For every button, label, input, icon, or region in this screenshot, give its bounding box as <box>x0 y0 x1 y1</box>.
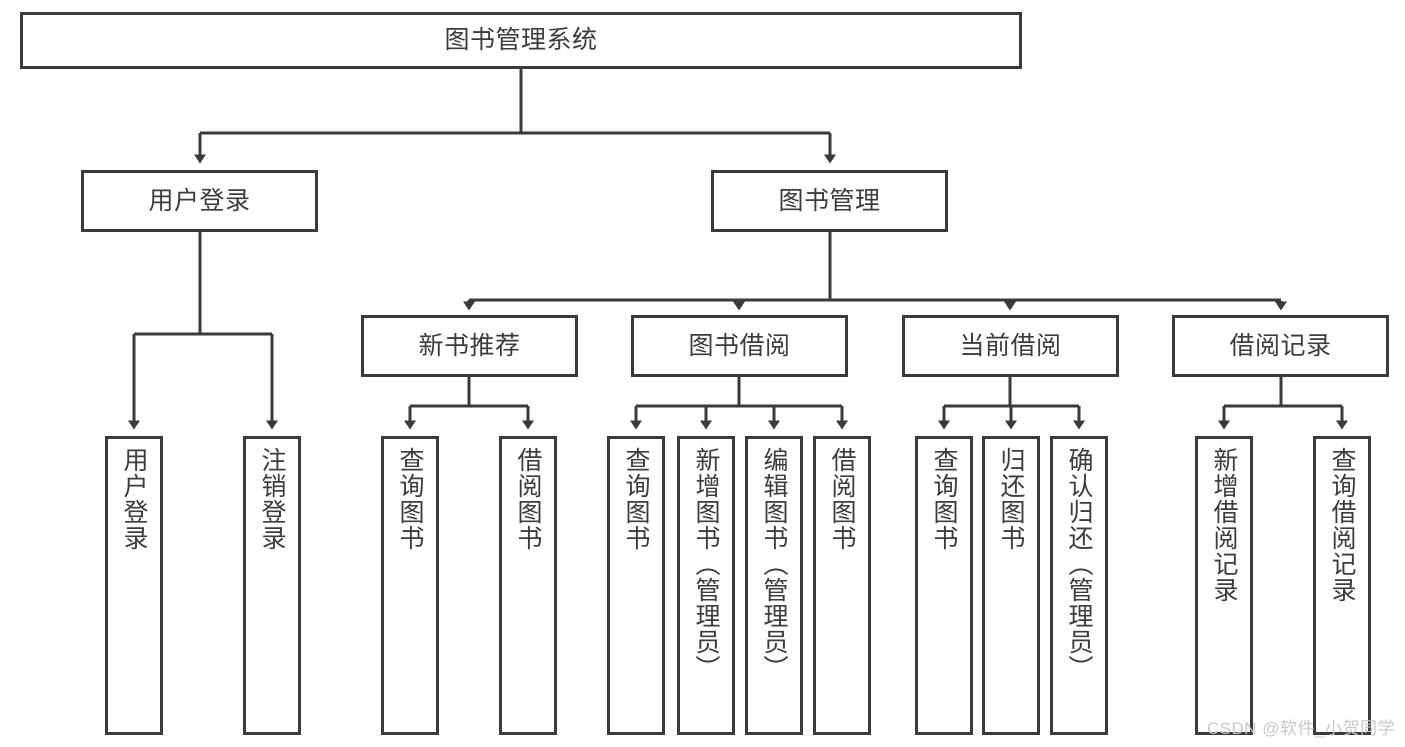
node-label: 借阅记录 <box>1229 331 1332 360</box>
node-leaf-query-borrow-record[interactable]: 查询借阅记录 <box>1313 436 1371 735</box>
node-label: 图书借阅 <box>688 331 791 360</box>
node-leaf-add-book-admin[interactable]: 新增图书（管理员） <box>677 436 735 735</box>
node-label: 借阅图书 <box>828 447 856 551</box>
node-leaf-return-book[interactable]: 归还图书 <box>982 436 1040 735</box>
node-leaf-query-book-current[interactable]: 查询图书 <box>915 436 973 735</box>
node-label: 查询图书 <box>396 447 424 551</box>
node-label: 新书推荐 <box>418 331 521 360</box>
node-label: 用户登录 <box>120 447 148 551</box>
node-label: 归还图书 <box>997 447 1025 551</box>
node-leaf-add-borrow-record[interactable]: 新增借阅记录 <box>1195 436 1253 735</box>
node-user-login[interactable]: 用户登录 <box>81 170 318 232</box>
node-new-book-recommend[interactable]: 新书推荐 <box>361 315 578 377</box>
node-leaf-borrow-book-recommend[interactable]: 借阅图书 <box>499 436 557 735</box>
node-leaf-query-book-recommend[interactable]: 查询图书 <box>381 436 439 735</box>
node-leaf-logout[interactable]: 注销登录 <box>243 436 301 735</box>
node-label: 新增借阅记录 <box>1210 447 1238 603</box>
node-label: 确认归还（管理员） <box>1065 447 1093 681</box>
node-label: 借阅图书 <box>514 447 542 551</box>
node-label: 当前借阅 <box>959 331 1062 360</box>
node-leaf-borrow-book[interactable]: 借阅图书 <box>813 436 871 735</box>
node-borrow-record[interactable]: 借阅记录 <box>1172 315 1389 377</box>
node-leaf-user-login[interactable]: 用户登录 <box>105 436 163 735</box>
node-current-borrow[interactable]: 当前借阅 <box>902 315 1119 377</box>
node-book-borrow[interactable]: 图书借阅 <box>631 315 848 377</box>
node-leaf-confirm-return-admin[interactable]: 确认归还（管理员） <box>1050 436 1108 735</box>
node-label: 查询图书 <box>930 447 958 551</box>
node-root-book-management-system[interactable]: 图书管理系统 <box>20 12 1022 69</box>
node-label: 查询图书 <box>622 447 650 551</box>
node-label: 注销登录 <box>258 447 286 551</box>
node-label: 用户登录 <box>148 186 251 215</box>
node-leaf-query-book-borrow[interactable]: 查询图书 <box>607 436 665 735</box>
node-label: 查询借阅记录 <box>1328 447 1356 603</box>
node-label: 新增图书（管理员） <box>692 447 720 681</box>
node-book-management[interactable]: 图书管理 <box>711 170 948 232</box>
node-label: 图书管理系统 <box>444 26 598 54</box>
node-label: 编辑图书（管理员） <box>760 447 788 681</box>
node-label: 图书管理 <box>778 186 881 215</box>
node-leaf-edit-book-admin[interactable]: 编辑图书（管理员） <box>745 436 803 735</box>
